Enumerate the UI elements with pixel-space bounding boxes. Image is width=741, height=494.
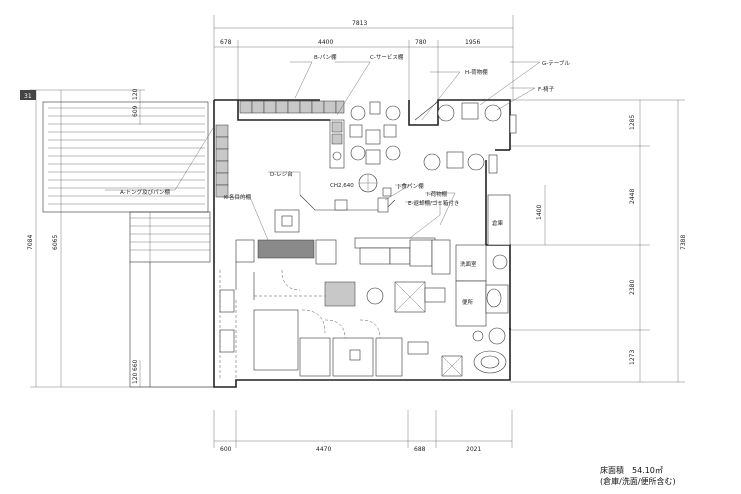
dim-bottom-3: 688 (414, 446, 426, 453)
dim-left-inner: 6065 (52, 235, 59, 250)
dim-top-4: 1956 (465, 39, 480, 46)
dim-total-width: 7813 (352, 20, 367, 27)
dim-center: 1400 (536, 205, 543, 220)
top-dimensions: 7813 678 4400 780 1956 (213, 15, 514, 100)
bottom-dimensions: 600 4470 688 2021 (213, 410, 513, 453)
label-i-shelf: I-荷物棚 (427, 190, 448, 198)
kitchen (219, 209, 451, 380)
label-service-shelf: C-サービス棚 (370, 53, 404, 61)
label-register: D-レジ台 (270, 170, 293, 178)
left-staircase (42, 101, 215, 388)
label-h-shelf: H-荷物棚 (465, 68, 488, 76)
dim-right-3: 2380 (629, 280, 636, 295)
dim-bottom-2: 4470 (316, 446, 331, 453)
bread-shelf (239, 100, 345, 114)
left-dimensions: 7084 6065 609 120 120 660 (27, 88, 215, 388)
dim-left-bottom-b: 660 (132, 359, 139, 371)
dim-right-1: 1285 (629, 115, 636, 130)
dim-bottom-4: 2021 (466, 446, 481, 453)
table-group-left (349, 101, 401, 165)
label-f-chair: F-椅子 (538, 85, 555, 93)
leader-lines (105, 61, 541, 241)
dim-bottom-1: 600 (220, 446, 232, 453)
dim-left-top-b: 120 (132, 88, 139, 100)
label-g-table: G-テーブル (542, 59, 570, 67)
dim-top-2: 4400 (318, 39, 333, 46)
label-e-back-shelf: E-返却棚/ゴミ箱付き (408, 199, 459, 207)
label-toilet: 便所 (462, 298, 474, 306)
labels: B-パン棚 C-サービス棚 H-荷物棚 G-テーブル F-椅子 A-トング及びパ… (120, 53, 570, 306)
label-washroom: 洗面室 (460, 260, 477, 268)
floor-area: 床面積 54.10㎡ (600, 465, 663, 475)
dim-top-3: 780 (415, 39, 427, 46)
label-storage: 倉庫 (492, 219, 504, 227)
label-k-shelf: K-各目的棚 (224, 193, 252, 201)
dim-left-bottom-a: 120 (132, 372, 139, 384)
right-dimensions: 1285 2448 2380 1273 7388 1400 (510, 99, 687, 383)
label-tongs-shelf: A-トング及びパン棚 (120, 188, 170, 196)
register-counter (299, 173, 396, 213)
service-rooms (441, 194, 511, 377)
marker-label: 31 (24, 93, 32, 100)
dim-right-2: 2448 (629, 189, 636, 204)
label-bread-shelf: B-パン棚 (314, 53, 337, 61)
dim-top-1: 678 (220, 39, 232, 46)
label-e-shelf: J-食パン棚 (397, 182, 424, 190)
dim-left-top-a: 609 (132, 105, 139, 117)
dim-right-4: 1273 (629, 350, 636, 365)
table-group-right (414, 99, 502, 174)
floor-area-note: (倉庫/洗面/便所含む) (600, 476, 676, 486)
dim-right-total: 7388 (680, 235, 687, 250)
dim-left-total: 7084 (27, 235, 34, 250)
service-shelf (329, 119, 345, 169)
tongs-shelf (215, 124, 229, 198)
marker-box (20, 90, 36, 100)
label-ceiling-height: CH2,640 (330, 183, 354, 189)
